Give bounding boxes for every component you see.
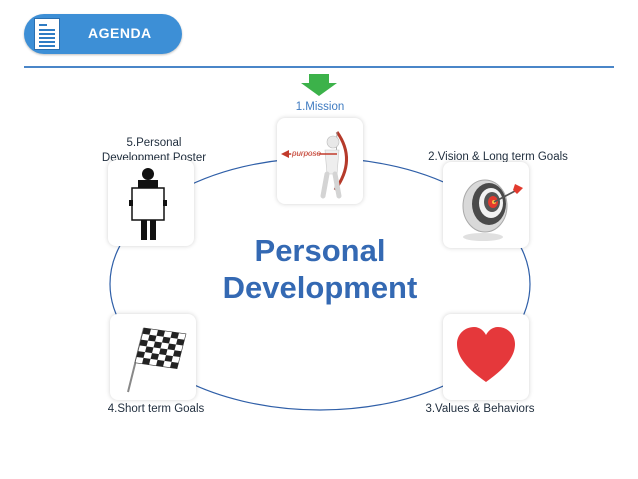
step-5-tile [108,160,194,246]
center-title-line1: Personal [254,233,386,268]
poster-person-icon [129,168,167,240]
step-4-tile [110,314,196,400]
agenda-header: AGENDA [24,14,182,54]
step-5-label-line1: 5.Personal [126,137,182,149]
header-divider [24,66,614,68]
step-3-label: 3.Values & Behaviors [425,403,535,415]
step-1-label: 1.Mission [295,101,345,113]
step-2-label: 2.Vision & Long term Goals [428,151,568,163]
step-4-label: 4.Short term Goals [107,403,205,415]
agenda-title: AGENDA [88,25,152,41]
bow-and-arrow-icon: purpose [281,131,348,199]
step-1-tile: purpose [277,118,363,204]
checkered-flag-icon [127,327,187,393]
heart-icon [457,327,515,382]
document-icon [34,18,60,50]
step-3-tile [443,314,529,400]
step-2-tile [443,162,529,248]
center-title: Personal Development [200,232,440,306]
center-title-line2: Development [222,270,418,305]
down-arrow-icon [301,74,337,96]
target-icon [462,179,523,241]
purpose-text: purpose [291,149,321,158]
